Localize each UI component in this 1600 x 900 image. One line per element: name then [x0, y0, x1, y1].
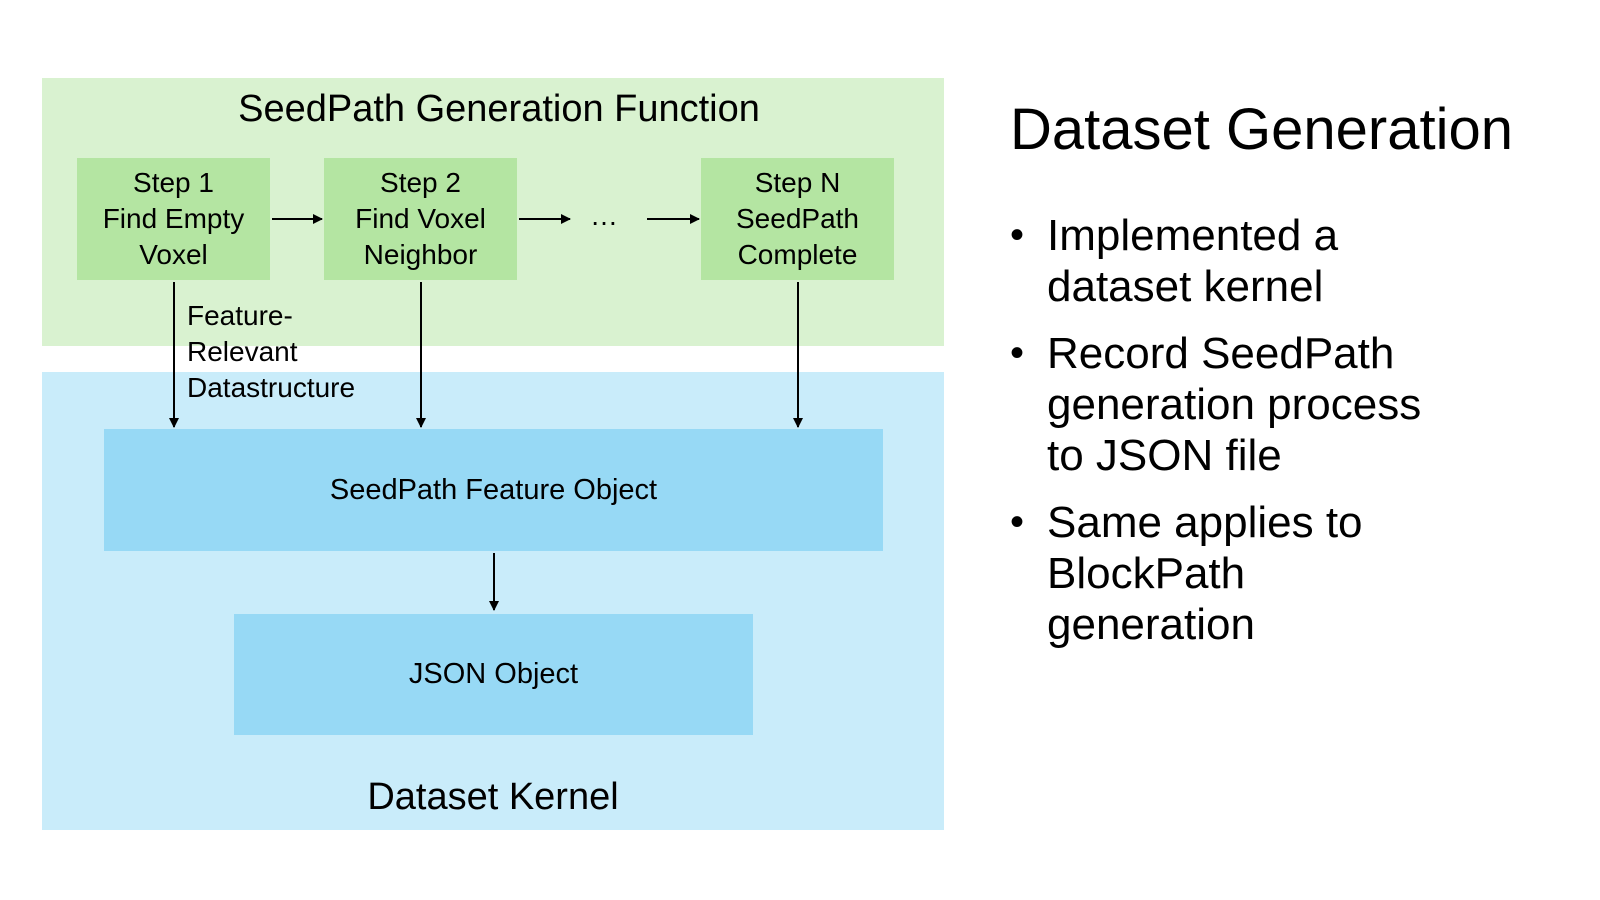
- seedpath-feature-object-box: SeedPath Feature Object: [104, 429, 883, 551]
- step-1-line-2: Find Empty: [102, 203, 245, 234]
- json-object-box: JSON Object: [234, 614, 753, 735]
- bullet-1-line-1: Implemented a: [1047, 211, 1339, 260]
- bullet-dot: •: [1010, 331, 1025, 375]
- note-line-2: Relevant: [187, 336, 298, 367]
- bullet-list: • Implemented a dataset kernel • Record …: [1010, 210, 1570, 666]
- step-2-box: Step 2 Find Voxel Neighbor: [324, 158, 517, 280]
- json-object-label: JSON Object: [408, 658, 579, 690]
- bullet-3-line-2: BlockPath: [1047, 549, 1246, 598]
- bullet-3-line-1: Same applies to: [1047, 498, 1363, 547]
- step-n-line-2: SeedPath: [736, 203, 859, 234]
- step-2-line-3: Neighbor: [363, 239, 478, 270]
- step-2-line-2: Find Voxel: [355, 203, 486, 234]
- seedpath-function-title: SeedPath Generation Function: [238, 88, 760, 130]
- note-line-3: Datastructure: [187, 372, 356, 403]
- step-2-line-1: Step 2: [380, 167, 461, 198]
- bullet-dot: •: [1010, 500, 1025, 544]
- seedpath-feature-object-label: SeedPath Feature Object: [329, 473, 658, 506]
- step-1-box: Step 1 Find Empty Voxel: [77, 158, 270, 280]
- bullet-dot: •: [1010, 213, 1025, 257]
- bullet-2-line-2: generation process: [1047, 380, 1422, 429]
- step-n-line-3: Complete: [737, 239, 858, 270]
- note-line-1: Feature-: [187, 300, 293, 331]
- step-1-line-3: Voxel: [139, 239, 208, 270]
- dataset-kernel-title: Dataset Kernel: [367, 776, 619, 818]
- bullet-3-line-3: generation: [1047, 600, 1255, 649]
- feature-relevant-note: Feature- Relevant Datastructure: [187, 298, 355, 406]
- page-title: Dataset Generation: [1010, 97, 1513, 162]
- bullet-2-line-1: Record SeedPath: [1047, 329, 1395, 378]
- bullet-item: • Record SeedPath generation process to …: [1010, 328, 1570, 481]
- bullet-item: • Same applies to BlockPath generation: [1010, 497, 1570, 650]
- bullet-item: • Implemented a dataset kernel: [1010, 210, 1570, 312]
- step-n-line-1: Step N: [754, 167, 841, 198]
- steps-ellipsis: …: [590, 200, 618, 231]
- bullet-1-line-2: dataset kernel: [1047, 262, 1324, 311]
- step-n-box: Step N SeedPath Complete: [701, 158, 894, 280]
- bullet-2-line-3: to JSON file: [1047, 431, 1282, 480]
- step-1-line-1: Step 1: [133, 167, 214, 198]
